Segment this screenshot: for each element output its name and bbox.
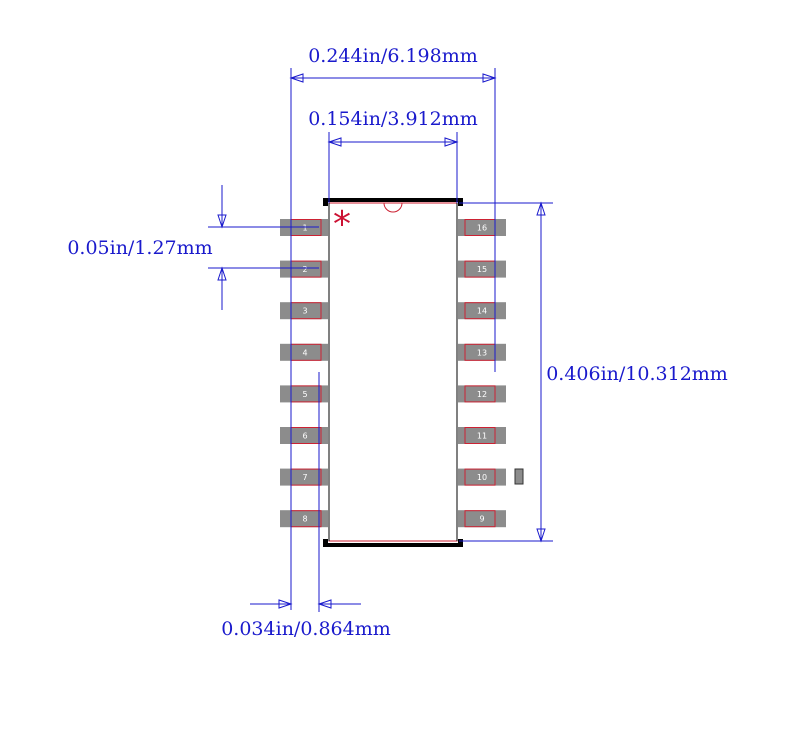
pad-fill <box>280 385 328 403</box>
pin-number: 14 <box>477 307 487 316</box>
pad-10: 10 <box>458 468 506 486</box>
pin-number: 12 <box>477 390 487 399</box>
pad-9: 9 <box>458 510 506 528</box>
pitch-arrow-bottom <box>217 266 227 281</box>
pin-number: 4 <box>302 348 307 357</box>
length-arrow-top <box>536 201 546 216</box>
pitch-arrow-top <box>217 214 227 229</box>
pad-width-label: 0.034in/0.864mm <box>221 618 391 640</box>
overall-width-arrow-right <box>482 73 497 83</box>
pad-fill <box>280 468 328 486</box>
pad-outline <box>464 427 496 444</box>
pin-number: 6 <box>302 432 307 441</box>
silkscreen-corner-tl <box>323 198 328 206</box>
pad-fill <box>280 427 328 444</box>
overall-width-arrow-left <box>289 73 304 83</box>
pad-6: 6 <box>280 427 328 444</box>
right-pads: 16 15 14 13 12 11 10 9 <box>458 219 506 528</box>
pad-outline <box>464 385 496 403</box>
pin-number: 11 <box>477 432 487 441</box>
pin-number: 8 <box>302 515 307 524</box>
pad-fill <box>280 510 328 528</box>
body-width-arrow-right <box>444 137 459 147</box>
pin-number: 9 <box>479 515 484 524</box>
overall-width-label: 0.244in/6.198mm <box>308 45 478 67</box>
pad-fill <box>458 219 506 236</box>
pin1-marker: * <box>333 204 351 245</box>
pad-fill <box>280 343 328 361</box>
pad-13: 13 <box>458 343 506 361</box>
pad-fill <box>280 260 328 278</box>
silkscreen-corner-tr <box>458 198 463 206</box>
pad-8: 8 <box>280 510 328 528</box>
pin-number: 13 <box>477 348 487 357</box>
pad-7: 7 <box>280 468 328 486</box>
left-pads: 1 2 3 4 5 6 7 8 <box>280 219 328 528</box>
pad-3: 3 <box>280 302 328 320</box>
pad-11: 11 <box>458 427 506 444</box>
pitch-label: 0.05in/1.27mm <box>67 237 212 259</box>
pin-number: 15 <box>477 265 487 274</box>
pad-fill <box>458 510 506 528</box>
pad-fill <box>458 302 506 320</box>
pad-16: 16 <box>458 219 506 236</box>
silkscreen-corner-bl <box>323 539 328 547</box>
package-body-outline <box>328 202 458 542</box>
pad-fill <box>280 302 328 320</box>
pad-15: 15 <box>458 260 506 278</box>
pin1-notch <box>383 202 403 213</box>
pin-number: 3 <box>302 307 307 316</box>
pad-width-arrow-right <box>317 599 332 609</box>
pin-number: 16 <box>477 224 487 233</box>
pad-fill <box>458 468 506 486</box>
pad-4: 4 <box>280 343 328 361</box>
pin-number: 2 <box>302 265 307 274</box>
pad-12: 12 <box>458 385 506 403</box>
pad-fill <box>458 385 506 403</box>
pad-2: 2 <box>280 260 328 278</box>
pad-outline <box>464 510 496 528</box>
pin-number: 5 <box>302 390 307 399</box>
pin-number: 10 <box>477 473 487 482</box>
pad-fill <box>458 343 506 361</box>
pad-5: 5 <box>280 385 328 403</box>
body-width-label: 0.154in/3.912mm <box>308 108 478 130</box>
pad-fill <box>458 260 506 278</box>
pin-number: 1 <box>302 224 307 233</box>
pad-14: 14 <box>458 302 506 320</box>
length-arrow-bottom <box>536 528 546 543</box>
pad-outline <box>464 468 496 486</box>
reference-marker <box>514 468 524 485</box>
silkscreen-corner-br <box>458 539 463 547</box>
length-label: 0.406in/10.312mm <box>546 363 728 385</box>
pad-fill <box>458 427 506 444</box>
pin-number: 7 <box>302 473 307 482</box>
body-width-arrow-left <box>327 137 342 147</box>
pad-width-arrow-left <box>278 599 293 609</box>
